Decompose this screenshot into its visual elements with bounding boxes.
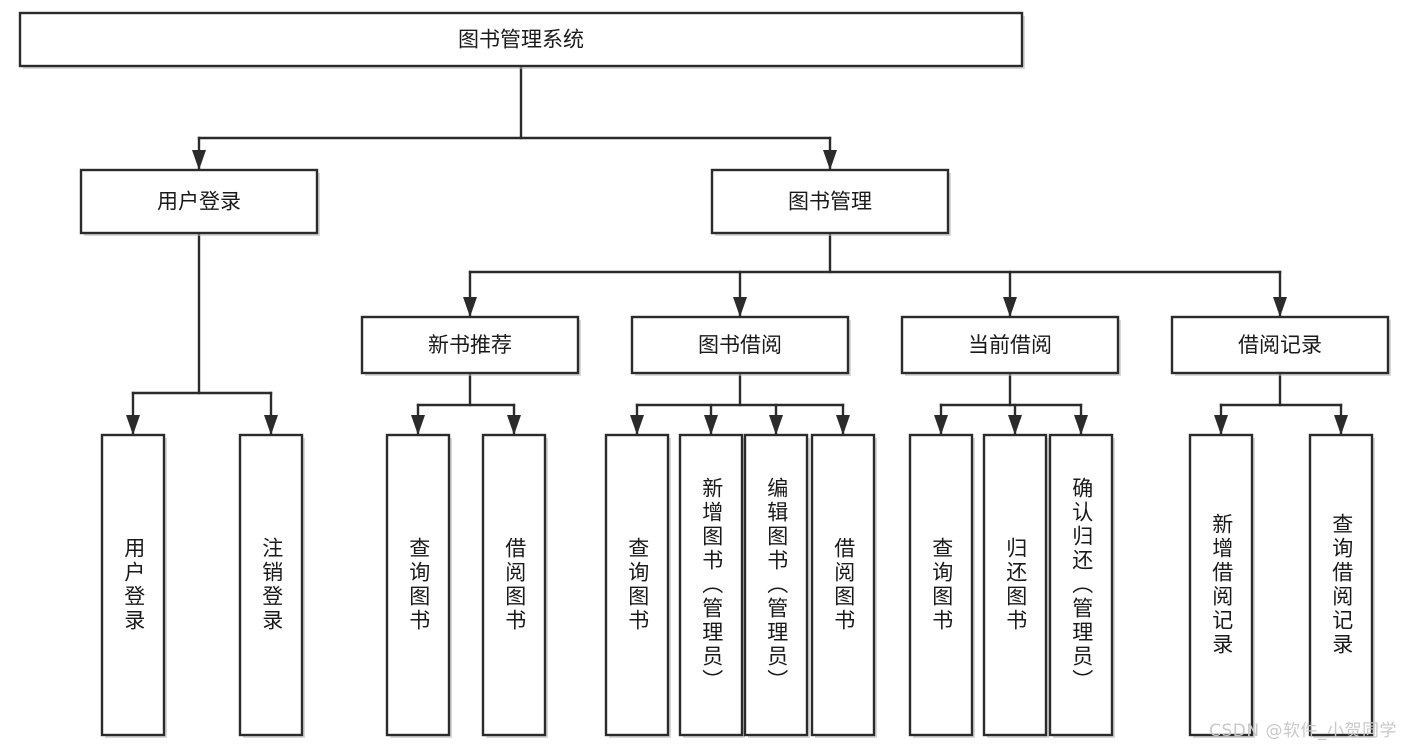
arrow-head [934, 415, 948, 435]
box-outline [100, 433, 166, 737]
box-outline [743, 433, 809, 737]
arrow-head [1214, 415, 1228, 435]
node-l2-图书管理[interactable]: 图书管理 [710, 168, 951, 236]
arrow-head [704, 415, 718, 435]
arrow-head [836, 415, 850, 435]
node-l3-新书推荐[interactable]: 新书推荐 [360, 315, 581, 376]
arrow-head [126, 415, 140, 435]
box-outline [18, 11, 1024, 68]
node-leaf-查询图书-2[interactable] [385, 433, 452, 738]
node-label: 当前借阅 [968, 333, 1052, 357]
node-leaf-确认归还管理员-10[interactable] [1048, 433, 1115, 738]
arrow-head [192, 150, 206, 170]
node-leaf-新增图书管理员-5[interactable] [678, 433, 745, 738]
connectors-layer [126, 64, 1348, 437]
node-label: 图书管理系统 [458, 28, 584, 52]
arrow-head [1334, 415, 1348, 435]
node-leaf-借阅图书-7[interactable] [810, 433, 877, 738]
arrow-head [1273, 297, 1287, 317]
box-outline [900, 315, 1120, 375]
node-label: 图书借阅 [698, 333, 782, 357]
arrow-head [630, 415, 644, 435]
arrow-head [823, 150, 837, 170]
node-root-图书管理系统[interactable]: 图书管理系统 [18, 11, 1025, 69]
node-label: 图书管理 [788, 190, 872, 214]
node-l3-借阅记录[interactable]: 借阅记录 [1170, 315, 1391, 376]
node-leaf-新增借阅记录-11[interactable] [1188, 433, 1255, 738]
node-leaf-借阅图书-3[interactable] [481, 433, 548, 738]
node-leaf-查询图书-8[interactable] [908, 433, 975, 738]
box-outline [1170, 315, 1390, 375]
arrow-head [1003, 297, 1017, 317]
box-outline [1188, 433, 1254, 737]
box-outline [1048, 433, 1114, 737]
arrow-head [463, 297, 477, 317]
node-leaf-编辑图书管理员-6[interactable] [743, 433, 810, 738]
node-leaf-归还图书-9[interactable] [982, 433, 1049, 738]
box-outline [238, 433, 304, 737]
box-outline [710, 168, 950, 235]
box-outline [79, 168, 319, 235]
box-outline [385, 433, 451, 737]
watermark: CSDN @软件_小贺同学 [1209, 721, 1397, 741]
node-l2-用户登录[interactable]: 用户登录 [79, 168, 320, 236]
box-outline [810, 433, 876, 737]
box-outline [481, 433, 547, 737]
node-label: 用户登录 [157, 190, 241, 214]
node-l3-图书借阅[interactable]: 图书借阅 [630, 315, 851, 376]
box-outline [360, 315, 580, 375]
node-label: 新书推荐 [428, 333, 512, 357]
node-leaf-查询借阅记录-12[interactable] [1308, 433, 1375, 738]
node-leaf-用户登录-0[interactable] [100, 433, 167, 738]
box-outline [982, 433, 1048, 737]
box-outline [604, 433, 670, 737]
box-outline [630, 315, 850, 375]
arrow-head [507, 415, 521, 435]
node-leaf-查询图书-4[interactable] [604, 433, 671, 738]
box-outline [678, 433, 744, 737]
arrow-head [733, 297, 747, 317]
node-leaf-注销登录-1[interactable] [238, 433, 305, 738]
box-outline [1308, 433, 1374, 737]
arrow-head [769, 415, 783, 435]
arrow-head [411, 415, 425, 435]
arrow-head [1074, 415, 1088, 435]
node-label: 借阅记录 [1238, 333, 1322, 357]
arrow-head [264, 415, 278, 435]
node-l3-当前借阅[interactable]: 当前借阅 [900, 315, 1121, 376]
box-outline [908, 433, 974, 737]
arrow-head [1008, 415, 1022, 435]
